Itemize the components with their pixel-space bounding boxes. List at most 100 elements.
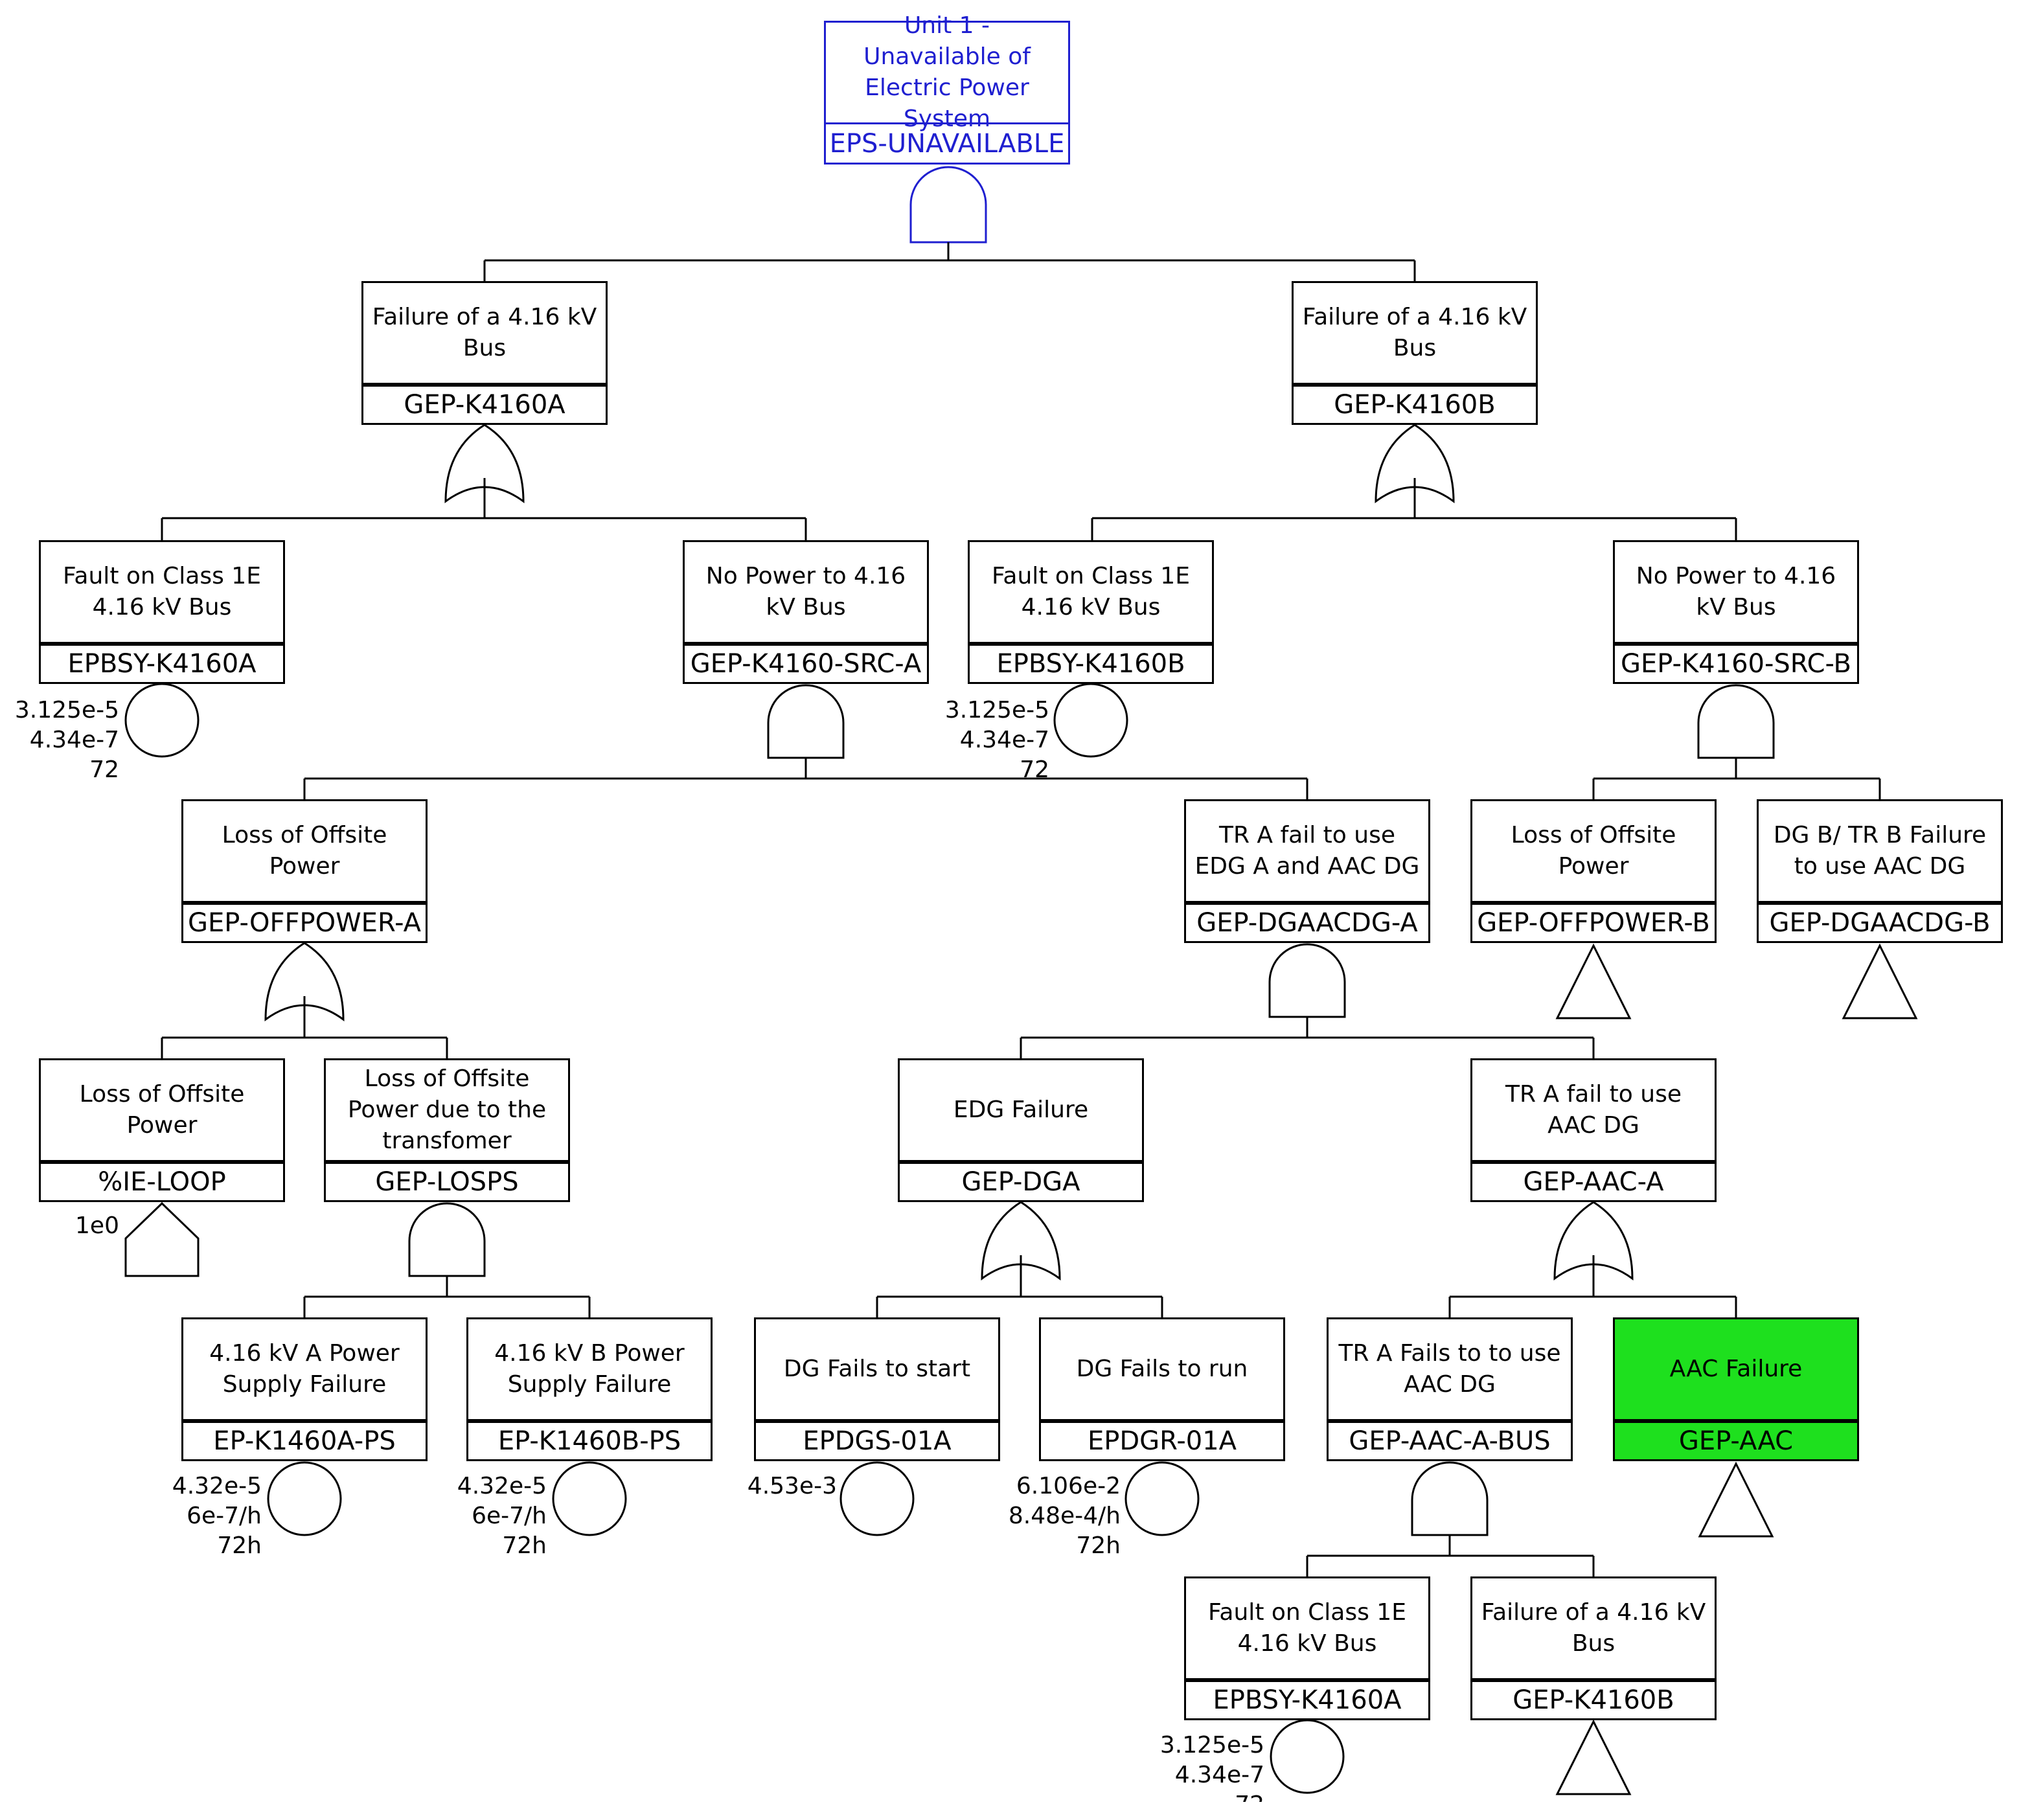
gate-gep-offpower-a[interactable]: Loss of Offsite Power GEP-OFFPOWER-A bbox=[181, 799, 428, 943]
event-id: GEP-DGAACDG-B bbox=[1759, 901, 2001, 941]
event-epbsy-k4160a[interactable]: Fault on Class 1E 4.16 kV Bus EPBSY-K416… bbox=[39, 540, 285, 684]
event-id: EPBSY-K4160A bbox=[41, 642, 283, 682]
probability-ep-k1460a-ps: 4.32e-5 6e-7/h 72h bbox=[172, 1473, 262, 1559]
transfer-gep-k4160b-bottom[interactable]: Failure of a 4.16 kV Bus GEP-K4160B bbox=[1470, 1576, 1717, 1720]
event-id: EPS-UNAVAILABLE bbox=[826, 122, 1068, 163]
event-id: GEP-DGAACDG-A bbox=[1186, 901, 1428, 941]
event-epdgs-01a[interactable]: DG Fails to start EPDGS-01A bbox=[754, 1317, 1000, 1461]
probability-epdgs-01a: 4.53e-3 bbox=[747, 1473, 837, 1499]
transfer-dgaacdg-b bbox=[1842, 943, 1918, 1019]
event-id: GEP-OFFPOWER-B bbox=[1472, 901, 1715, 941]
event-description: Failure of a 4.16 kV Bus bbox=[1302, 304, 1527, 361]
event-id: EPBSY-K4160B bbox=[970, 642, 1212, 682]
gate-gep-dga[interactable]: EDG Failure GEP-DGA bbox=[898, 1058, 1144, 1202]
or-gate-k4160b bbox=[1375, 424, 1455, 503]
or-gate-k4160a bbox=[444, 424, 525, 503]
event-description: Failure of a 4.16 kV Bus bbox=[372, 304, 597, 361]
or-gate-aac-a bbox=[1553, 1201, 1634, 1280]
event-id: GEP-K4160B bbox=[1294, 383, 1536, 423]
event-description: DG Fails to start bbox=[783, 1356, 971, 1382]
event-description: DG B/ TR B Failure to use AAC DG bbox=[1773, 822, 1987, 880]
and-gate-aac-a-bus bbox=[1411, 1461, 1489, 1536]
house-event-ie-loop bbox=[124, 1201, 200, 1277]
event-id: %IE-LOOP bbox=[41, 1160, 283, 1200]
and-gate-src-b bbox=[1697, 684, 1775, 759]
event-id: GEP-LOSPS bbox=[326, 1160, 568, 1200]
gate-gep-k4160-src-b[interactable]: No Power to 4.16 kV Bus GEP-K4160-SRC-B bbox=[1613, 540, 1859, 684]
event-ep-k1460a-ps[interactable]: 4.16 kV A Power Supply Failure EP-K1460A… bbox=[181, 1317, 428, 1461]
basic-event-epbsy-k4160a bbox=[124, 683, 200, 758]
gate-gep-aac-a[interactable]: TR A fail to use AAC DG GEP-AAC-A bbox=[1470, 1058, 1717, 1202]
event-id: EPBSY-K4160A bbox=[1186, 1678, 1428, 1718]
event-id: GEP-AAC bbox=[1615, 1419, 1857, 1459]
basic-event-k1460b-ps bbox=[552, 1461, 627, 1536]
basic-event-k1460a-ps bbox=[267, 1461, 342, 1536]
and-gate-dgaacdg-a bbox=[1268, 943, 1346, 1018]
and-gate-top bbox=[909, 166, 987, 244]
event-epbsy-k4160a-bottom[interactable]: Fault on Class 1E 4.16 kV Bus EPBSY-K416… bbox=[1184, 1576, 1430, 1720]
event-epdgr-01a[interactable]: DG Fails to run EPDGR-01A bbox=[1039, 1317, 1285, 1461]
event-id: EPDGS-01A bbox=[756, 1419, 998, 1459]
canvas-bottom-edge bbox=[0, 1802, 2021, 1814]
probability-epdgr-01a: 6.106e-2 8.48e-4/h 72h bbox=[1008, 1473, 1121, 1559]
event-id: EPDGR-01A bbox=[1041, 1419, 1283, 1459]
gate-gep-k4160b[interactable]: Failure of a 4.16 kV Bus GEP-K4160B bbox=[1292, 281, 1538, 425]
event-description: Fault on Class 1E 4.16 kV Bus bbox=[63, 563, 261, 620]
and-gate-src-a bbox=[767, 684, 845, 759]
basic-event-epbsy-k4160b bbox=[1053, 683, 1128, 758]
house-ie-loop[interactable]: Loss of Offsite Power %IE-LOOP bbox=[39, 1058, 285, 1202]
gate-gep-losps[interactable]: Loss of Offsite Power due to the transfo… bbox=[324, 1058, 570, 1202]
event-description: EDG Failure bbox=[953, 1097, 1089, 1123]
event-id: GEP-AAC-A bbox=[1472, 1160, 1715, 1200]
gate-gep-dgaacdg-a[interactable]: TR A fail to use EDG A and AAC DG GEP-DG… bbox=[1184, 799, 1430, 943]
event-id: GEP-K4160B bbox=[1472, 1678, 1715, 1718]
event-id: GEP-K4160A bbox=[363, 383, 606, 423]
gate-gep-aac-a-bus[interactable]: TR A Fails to to use AAC DG GEP-AAC-A-BU… bbox=[1327, 1317, 1573, 1461]
event-description: No Power to 4.16 kV Bus bbox=[1636, 563, 1836, 620]
or-gate-dga bbox=[981, 1201, 1061, 1280]
event-id: GEP-AAC-A-BUS bbox=[1329, 1419, 1571, 1459]
gate-eps-unavailable[interactable]: Unit 1 - Unavailable of Electric Power S… bbox=[824, 12, 1070, 165]
event-description: TR A fail to use AAC DG bbox=[1505, 1081, 1682, 1139]
event-description: Loss of Offsite Power due to the transfo… bbox=[347, 1065, 547, 1154]
and-gate-losps bbox=[408, 1202, 486, 1277]
event-description: AAC Failure bbox=[1669, 1356, 1803, 1382]
event-description: Loss of Offsite Power bbox=[1511, 822, 1676, 880]
transfer-gep-offpower-b[interactable]: Loss of Offsite Power GEP-OFFPOWER-B bbox=[1470, 799, 1717, 943]
transfer-offpower-b bbox=[1555, 943, 1632, 1019]
event-description: Loss of Offsite Power bbox=[79, 1081, 245, 1139]
event-id: GEP-DGA bbox=[900, 1160, 1142, 1200]
event-epbsy-k4160b[interactable]: Fault on Class 1E 4.16 kV Bus EPBSY-K416… bbox=[968, 540, 1214, 684]
probability-ie-loop: 1e0 bbox=[75, 1212, 119, 1239]
basic-event-epdgr-01a bbox=[1125, 1461, 1200, 1536]
probability-epbsy-k4160a: 3.125e-5 4.34e-7 72 bbox=[14, 697, 119, 783]
event-description: Loss of Offsite Power bbox=[222, 822, 387, 880]
event-description: TR A Fails to to use AAC DG bbox=[1338, 1340, 1561, 1398]
basic-event-epbsy-k4160a-2 bbox=[1270, 1719, 1345, 1794]
event-description: DG Fails to run bbox=[1076, 1356, 1248, 1382]
event-description: Fault on Class 1E 4.16 kV Bus bbox=[1208, 1599, 1406, 1657]
event-description: Failure of a 4.16 kV Bus bbox=[1481, 1599, 1706, 1657]
event-description: Fault on Class 1E 4.16 kV Bus bbox=[992, 563, 1190, 620]
or-gate-offpower-a bbox=[264, 942, 345, 1021]
event-description: 4.16 kV A Power Supply Failure bbox=[209, 1340, 400, 1398]
event-description: 4.16 kV B Power Supply Failure bbox=[494, 1340, 685, 1398]
gate-gep-k4160-src-a[interactable]: No Power to 4.16 kV Bus GEP-K4160-SRC-A bbox=[683, 540, 929, 684]
event-description: Unit 1 - Unavailable of Electric Power S… bbox=[863, 12, 1031, 132]
probability-epbsy-k4160b: 3.125e-5 4.34e-7 72 bbox=[944, 697, 1049, 783]
transfer-aac bbox=[1698, 1461, 1774, 1538]
event-id: EP-K1460A-PS bbox=[183, 1419, 426, 1459]
transfer-k4160b-2 bbox=[1555, 1719, 1632, 1795]
event-ep-k1460b-ps[interactable]: 4.16 kV B Power Supply Failure EP-K1460B… bbox=[466, 1317, 713, 1461]
event-description: No Power to 4.16 kV Bus bbox=[705, 563, 906, 620]
event-id: GEP-K4160-SRC-A bbox=[685, 642, 927, 682]
event-id: GEP-K4160-SRC-B bbox=[1615, 642, 1857, 682]
basic-event-epdgs-01a bbox=[839, 1461, 915, 1536]
transfer-gep-aac[interactable]: AAC Failure GEP-AAC bbox=[1613, 1317, 1859, 1461]
gate-gep-k4160a[interactable]: Failure of a 4.16 kV Bus GEP-K4160A bbox=[361, 281, 608, 425]
event-id: EP-K1460B-PS bbox=[468, 1419, 711, 1459]
transfer-gep-dgaacdg-b[interactable]: DG B/ TR B Failure to use AAC DG GEP-DGA… bbox=[1757, 799, 2003, 943]
event-id: GEP-OFFPOWER-A bbox=[183, 901, 426, 941]
probability-ep-k1460b-ps: 4.32e-5 6e-7/h 72h bbox=[457, 1473, 547, 1559]
